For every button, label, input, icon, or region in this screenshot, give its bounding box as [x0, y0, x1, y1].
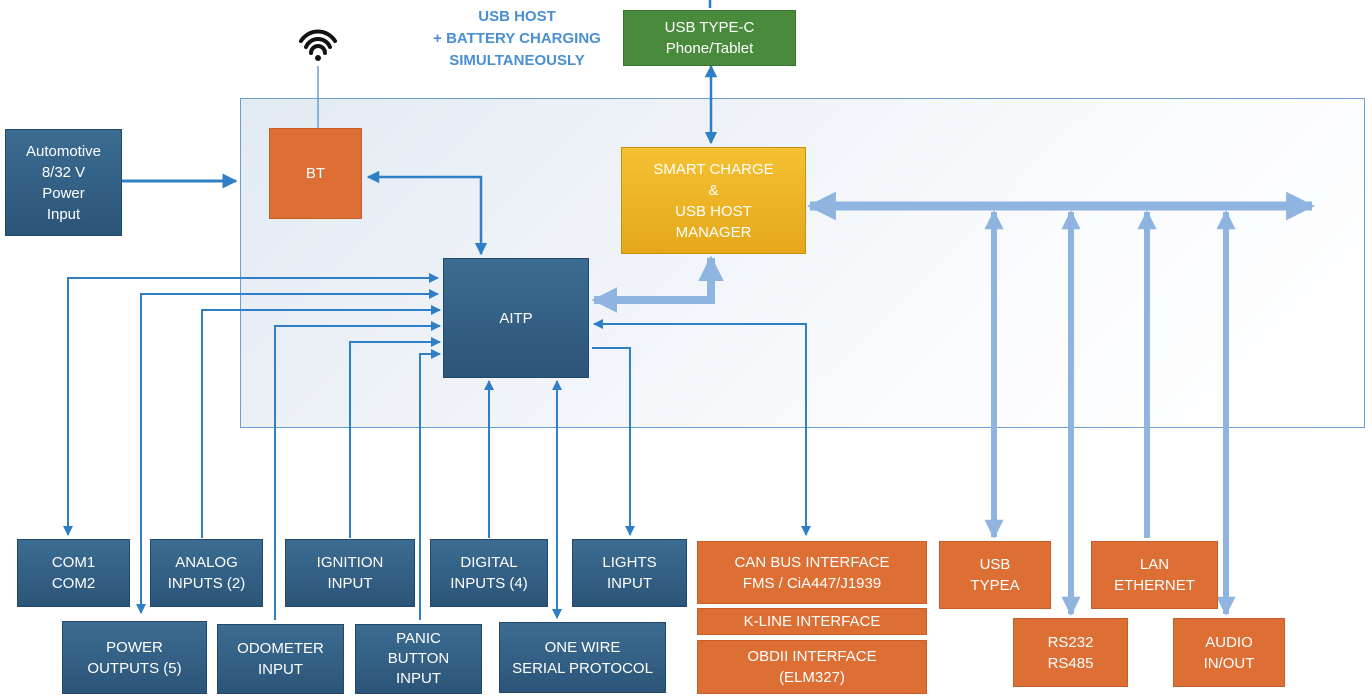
arrow-com-aitp — [63, 273, 439, 536]
lan-label-2: ETHERNET — [1114, 577, 1195, 594]
ignition-input-box: IGNITION INPUT — [285, 539, 415, 607]
obd-label-1: OBDII INTERFACE — [747, 648, 877, 665]
automotive-label-2: 8/32 V — [41, 163, 86, 181]
onewire-label-1: ONE WIRE — [544, 638, 621, 656]
odometer-label-1: ODOMETER — [237, 640, 324, 657]
arrow-bt-aitp — [366, 170, 488, 256]
bt-module-box: BT — [269, 128, 362, 219]
kline-label: K-LINE INTERFACE — [743, 613, 881, 630]
wifi-icon — [299, 29, 337, 61]
lights-input-box: LIGHTS INPUT — [572, 539, 687, 607]
smart-charge-manager-box: SMART CHARGE & USB HOST MANAGER — [621, 147, 806, 254]
smart-charge-label-3: USB HOST — [675, 202, 752, 220]
panic-button-box: PANIC BUTTON INPUT — [355, 624, 482, 694]
arrow-power-aitp — [136, 289, 439, 614]
caption-line-3: SIMULTANEOUSLY — [449, 52, 585, 69]
usb-typec-phone-box: USB TYPE-C Phone/Tablet — [623, 10, 796, 66]
onewire-label-2: SERIAL PROTOCOL — [512, 659, 653, 677]
can-label-1: CAN BUS INTERFACE — [734, 553, 890, 571]
lights-label-1: LIGHTS — [602, 554, 657, 571]
analog-inputs-box: ANALOG INPUTS (2) — [150, 539, 263, 607]
usba-label-1: USB — [979, 556, 1011, 573]
power-outputs-box: POWER OUTPUTS (5) — [62, 621, 207, 694]
arrow-panic-aitp — [419, 349, 441, 620]
odometer-label-2: INPUT — [258, 661, 303, 678]
com-ports-box: COM1 COM2 — [17, 539, 130, 607]
caption-line-2: + BATTERY CHARGING — [433, 30, 601, 47]
com1-label: COM1 — [51, 554, 96, 571]
lan-label-1: LAN — [1139, 556, 1170, 573]
rs232-label: RS232 — [1047, 633, 1094, 651]
panic-label-1: PANIC — [396, 630, 441, 647]
bt-label: BT — [305, 165, 326, 182]
power-label-1: POWER — [106, 638, 163, 656]
obd-label-2: (ELM327) — [779, 669, 845, 686]
analog-label-2: INPUTS (2) — [167, 575, 246, 592]
automotive-power-box: Automotive 8/32 V Power Input — [5, 129, 122, 236]
ignition-label-2: INPUT — [327, 575, 373, 592]
arrow-ignition-aitp — [349, 337, 441, 538]
automotive-label-4: Input — [46, 205, 81, 223]
smart-charge-label-4: MANAGER — [675, 223, 752, 241]
arrow-analog-aitp — [201, 305, 441, 538]
smart-charge-label-2: & — [708, 181, 719, 199]
com2-label: COM2 — [51, 575, 96, 592]
rs485-label: RS485 — [1047, 654, 1094, 672]
audio-in-out-box: AUDIO IN/OUT — [1173, 618, 1285, 687]
odometer-input-box: ODOMETER INPUT — [217, 624, 344, 694]
usb-typec-label: USB TYPE-C — [664, 19, 755, 36]
arrow-odometer-aitp — [274, 321, 441, 620]
digital-label-1: DIGITAL — [460, 554, 518, 571]
one-wire-box: ONE WIRE SERIAL PROTOCOL — [499, 622, 666, 693]
usb-typec-sublabel: Phone/Tablet — [665, 40, 754, 57]
usba-label-2: TYPEA — [970, 577, 1020, 594]
audio-label-1: AUDIO — [1205, 633, 1253, 651]
audio-label-2: IN/OUT — [1203, 654, 1255, 672]
digital-label-2: INPUTS (4) — [450, 575, 528, 592]
arrow-can-aitp — [593, 319, 811, 536]
analog-label-1: ANALOG — [175, 554, 238, 571]
smart-charge-label-1: SMART CHARGE — [653, 160, 774, 178]
aitp-label: AITP — [499, 309, 533, 327]
automotive-label-1: Automotive — [25, 142, 102, 160]
obdii-interface-box: OBDII INTERFACE (ELM327) — [697, 640, 927, 694]
panic-label-3: INPUT — [396, 670, 441, 687]
panic-label-2: BUTTON — [387, 650, 450, 667]
power-label-2: OUTPUTS (5) — [87, 659, 182, 677]
arrow-aitp-smartcharge — [591, 255, 724, 313]
ignition-label-1: IGNITION — [316, 554, 384, 571]
can-label-2: FMS / CiA447/J1939 — [742, 574, 882, 592]
lights-label-2: INPUT — [607, 575, 652, 592]
usb-typea-box: USB TYPEA — [939, 541, 1051, 609]
k-line-interface-box: K-LINE INTERFACE — [697, 608, 927, 635]
rs232-rs485-box: RS232 RS485 — [1013, 618, 1128, 687]
digital-inputs-box: DIGITAL INPUTS (4) — [430, 539, 548, 607]
usb-host-charging-caption: USB HOST + BATTERY CHARGING SIMULTANEOUS… — [392, 6, 642, 72]
aitp-processor-box: AITP — [443, 258, 589, 378]
automotive-label-3: Power — [42, 184, 85, 202]
caption-line-1: USB HOST — [478, 8, 556, 25]
lan-ethernet-box: LAN ETHERNET — [1091, 541, 1218, 609]
can-bus-interface-box: CAN BUS INTERFACE FMS / CiA447/J1939 — [697, 541, 927, 604]
arrow-aitp-lights — [592, 347, 635, 536]
